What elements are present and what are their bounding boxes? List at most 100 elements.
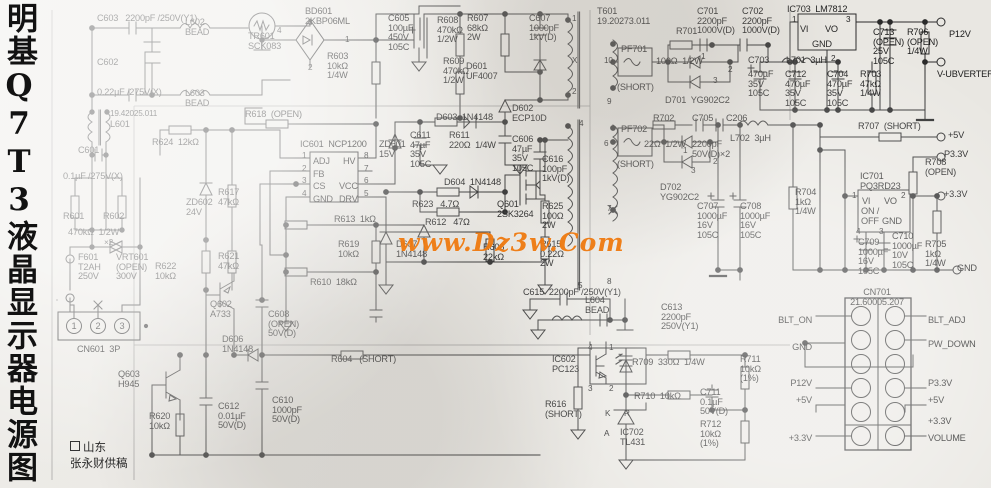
component-label-F601: F601 T2AH 250V bbox=[78, 252, 101, 282]
component-label-C710: C710 1000µF 10V 105C bbox=[892, 231, 923, 270]
component-label-VRT601: VRT601 (OPEN) 300V bbox=[116, 252, 149, 282]
component-label-IC702A: A bbox=[604, 429, 610, 438]
component-label-VOLUME: VOLUME bbox=[928, 433, 966, 443]
component-label-IC701VO: VO bbox=[884, 196, 897, 206]
component-label-R617: R617 47kΩ bbox=[218, 187, 240, 207]
component-label-BDp2: 2 bbox=[308, 63, 313, 72]
component-label-CN601: CN601 3P bbox=[77, 344, 121, 354]
component-label-C608: C608 (OPEN) 50V(D) bbox=[268, 309, 299, 339]
component-label-IC601HV: HV bbox=[343, 156, 356, 166]
component-label-IC601p3: 3 bbox=[302, 176, 307, 185]
component-label-C601v: 0.1µF /275V(X) bbox=[63, 171, 123, 181]
credit-region: 山东 bbox=[83, 440, 106, 454]
component-label-IC601FB: FB bbox=[313, 169, 325, 179]
component-label-TR601: TR601 SCK083 bbox=[248, 31, 282, 51]
component-label-IC601p7: 7 bbox=[364, 164, 369, 173]
component-label-T601_10: 10 bbox=[604, 56, 613, 65]
component-label-IC701VI: VI bbox=[862, 196, 871, 206]
component-label-BLT_ON: BLT_ON bbox=[778, 315, 812, 325]
component-label-IC701ON: ON / bbox=[861, 206, 880, 216]
component-label-D702p1: 1 bbox=[683, 146, 688, 155]
component-label-IC602p3: 3 bbox=[588, 384, 593, 393]
component-label-C705: C705 bbox=[692, 113, 714, 123]
component-label-R711: R711 10kΩ (1%) bbox=[740, 354, 761, 384]
component-label-L702: L702 3µH bbox=[730, 133, 771, 143]
component-label-IC602p1: 1 bbox=[609, 343, 614, 352]
component-label-R625: R625 100Ω 2W bbox=[542, 201, 564, 231]
component-label-IC601DRV: DRV bbox=[339, 194, 358, 204]
component-label-C601: C601 bbox=[78, 145, 100, 155]
component-label-D607: D607 1N4148 bbox=[396, 239, 427, 259]
component-label-P33V: P3.3V bbox=[944, 149, 969, 159]
component-label-R610: R610 18kΩ bbox=[310, 277, 357, 287]
credit-note: 山东 张永财供稿 bbox=[70, 440, 128, 471]
component-label-T601_7: 7 bbox=[607, 204, 612, 213]
component-label-C602: C602 bbox=[97, 57, 119, 67]
component-label-C701: C701 2200pF 1000V(D) bbox=[697, 6, 735, 36]
component-label-R613: R613 1kΩ bbox=[334, 214, 376, 224]
component-label-T601_5: 5 bbox=[578, 281, 583, 290]
component-label-p33Vc2: +3.3V bbox=[928, 416, 952, 426]
component-label-IC602p2: 2 bbox=[609, 384, 614, 393]
component-label-BLT_ADJ: BLT_ADJ bbox=[928, 315, 966, 325]
component-label-T601_9: 9 bbox=[607, 97, 612, 106]
component-label-BDp1: 1 bbox=[345, 35, 350, 44]
component-label-BD601: BD601 2KBP06ML bbox=[305, 6, 350, 26]
component-label-R621: R621 47kΩ bbox=[218, 251, 240, 271]
component-label-IC701p1: 1 bbox=[852, 191, 857, 200]
component-label-D601: D601 UF4007 bbox=[466, 61, 498, 81]
component-label-R705: R705 1kΩ 1/4W bbox=[925, 239, 947, 269]
component-label-BDp4: 4 bbox=[277, 26, 282, 35]
component-label-PF702s: (SHORT) bbox=[617, 159, 654, 169]
component-label-Q602: Q602 A733 bbox=[210, 299, 232, 319]
component-label-p5Vc2: +5V bbox=[928, 395, 945, 405]
component-label-D702p3: 3 bbox=[691, 166, 696, 175]
component-label-C603: C603 2200pF /250V(Y1) bbox=[97, 13, 198, 23]
component-label-R707: R707 (SHORT) bbox=[858, 121, 921, 131]
component-label-PW_DOWN: PW_DOWN bbox=[928, 339, 976, 349]
component-label-C702: C702 2200pF 1000V(D) bbox=[742, 6, 780, 36]
component-label-CN601p2: 2 bbox=[95, 321, 101, 331]
component-label-R601: R601 bbox=[63, 211, 85, 221]
component-label-C206: C206 bbox=[726, 113, 748, 123]
component-label-C703: C703 bbox=[748, 55, 770, 65]
component-label-R624: R624 12kΩ bbox=[152, 137, 199, 147]
component-label-C607p2: 2 bbox=[572, 87, 577, 96]
component-label-R703: R703 47kΩ 1/4W bbox=[860, 69, 882, 99]
component-label-p5V: +5V bbox=[948, 130, 965, 140]
component-label-R601v: 470kΩ 1/2W bbox=[68, 227, 120, 237]
component-label-L604: L604 BEAD bbox=[585, 295, 610, 315]
component-label-R620: R620 10kΩ bbox=[149, 411, 171, 431]
component-label-R708: R708 (OPEN) bbox=[925, 157, 956, 177]
component-label-D606: D606 1N4148 bbox=[222, 334, 253, 354]
component-label-R602: R602 bbox=[103, 211, 125, 221]
component-label-C704: C704 470µF 35V 105C bbox=[827, 69, 853, 108]
component-label-D702: D702 YG902C2 bbox=[660, 182, 699, 202]
component-label-D702p2: 2 bbox=[713, 157, 718, 166]
component-label-IC601p2: 2 bbox=[302, 164, 307, 173]
component-label-p33V: +3.3V bbox=[944, 189, 968, 199]
component-label-IC601ADJ: ADJ bbox=[313, 156, 330, 166]
component-label-C711: C711 0.1µF 50V(D) bbox=[700, 387, 728, 417]
component-label-R702: R702 bbox=[653, 113, 675, 123]
component-label-P12V: P12V bbox=[949, 29, 971, 39]
component-label-L601: L601 bbox=[110, 119, 130, 129]
component-label-IC703p1: 1 bbox=[792, 15, 797, 24]
component-label-L603: L603 BEAD bbox=[185, 88, 210, 108]
component-label-T601_8: 8 bbox=[607, 277, 612, 286]
component-label-IC701p2: 2 bbox=[901, 191, 906, 200]
component-label-R611: R611 220Ω 1/4W bbox=[449, 130, 496, 150]
credit-author: 张永财供稿 bbox=[70, 455, 128, 470]
component-label-R618: R618 (OPEN) bbox=[245, 109, 302, 119]
component-label-R604: R604 (SHORT) bbox=[331, 354, 396, 364]
component-label-IC701p4: 4 bbox=[856, 227, 861, 236]
component-label-IC601GND: GND bbox=[313, 194, 333, 204]
component-label-R609: R609 470kΩ 1/2W bbox=[443, 56, 469, 86]
page-title: 明基Q7T3液晶显示器电源图 bbox=[1, 2, 37, 484]
component-label-C707: C707 1000µF 16V 105C bbox=[697, 201, 728, 240]
component-label-IC703p2: 2 bbox=[831, 54, 836, 63]
component-label-C708: C708 1000µF 16V 105C bbox=[740, 201, 771, 240]
component-label-R623: R623 4.7Ω bbox=[412, 199, 460, 209]
component-label-IC601p6: 6 bbox=[364, 176, 369, 185]
